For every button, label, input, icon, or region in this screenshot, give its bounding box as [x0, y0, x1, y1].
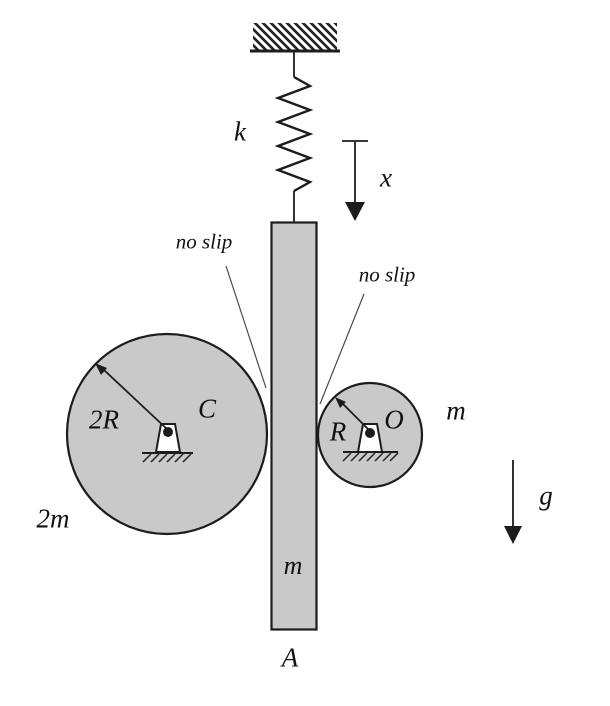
spring — [274, 51, 314, 223]
radius-arrow-R — [335, 397, 371, 432]
displacement-label: x — [380, 162, 392, 193]
bar-mass-label: m — [283, 551, 303, 580]
small-disk-mass-label: m — [446, 395, 466, 426]
ceiling-hatch — [253, 23, 337, 50]
left-ground-hatch — [142, 453, 192, 463]
g-arrow-head — [504, 526, 522, 544]
radius-arrow-2R-shaft — [103, 369, 169, 431]
radius-arrow-2R — [95, 363, 169, 431]
small-disk-radius-label: R — [329, 416, 347, 447]
large-disk-radius-label: 2R — [89, 404, 119, 435]
no-slip-left-label: no slip — [175, 229, 233, 254]
leader-line-right — [319, 293, 365, 405]
x-arrow-head — [345, 202, 365, 221]
radius-arrow-2R-head — [95, 363, 107, 375]
g-arrow — [504, 460, 522, 544]
spring-coils — [274, 75, 314, 193]
large-disk-mass-label: 2m — [36, 503, 70, 534]
leader-line-left — [225, 265, 267, 389]
no-slip-right-label: no slip — [358, 262, 416, 287]
large-disk-center-label: C — [197, 393, 217, 424]
bar-name-label: A — [281, 642, 299, 673]
x-arrow — [342, 140, 368, 221]
ceiling-support — [250, 23, 340, 53]
spring-constant-label: k — [234, 116, 246, 147]
right-ground-hatch — [342, 452, 399, 462]
radius-arrow-R-shaft — [342, 403, 371, 432]
right-pivot — [342, 423, 399, 462]
right-pivot-pin — [365, 428, 375, 438]
radius-arrow-R-head — [335, 397, 346, 408]
left-pivot — [142, 423, 193, 463]
gravity-label: g — [539, 480, 553, 511]
small-disk-center-label: O — [384, 404, 404, 435]
bar — [270, 221, 318, 631]
left-pivot-pin — [163, 427, 173, 437]
